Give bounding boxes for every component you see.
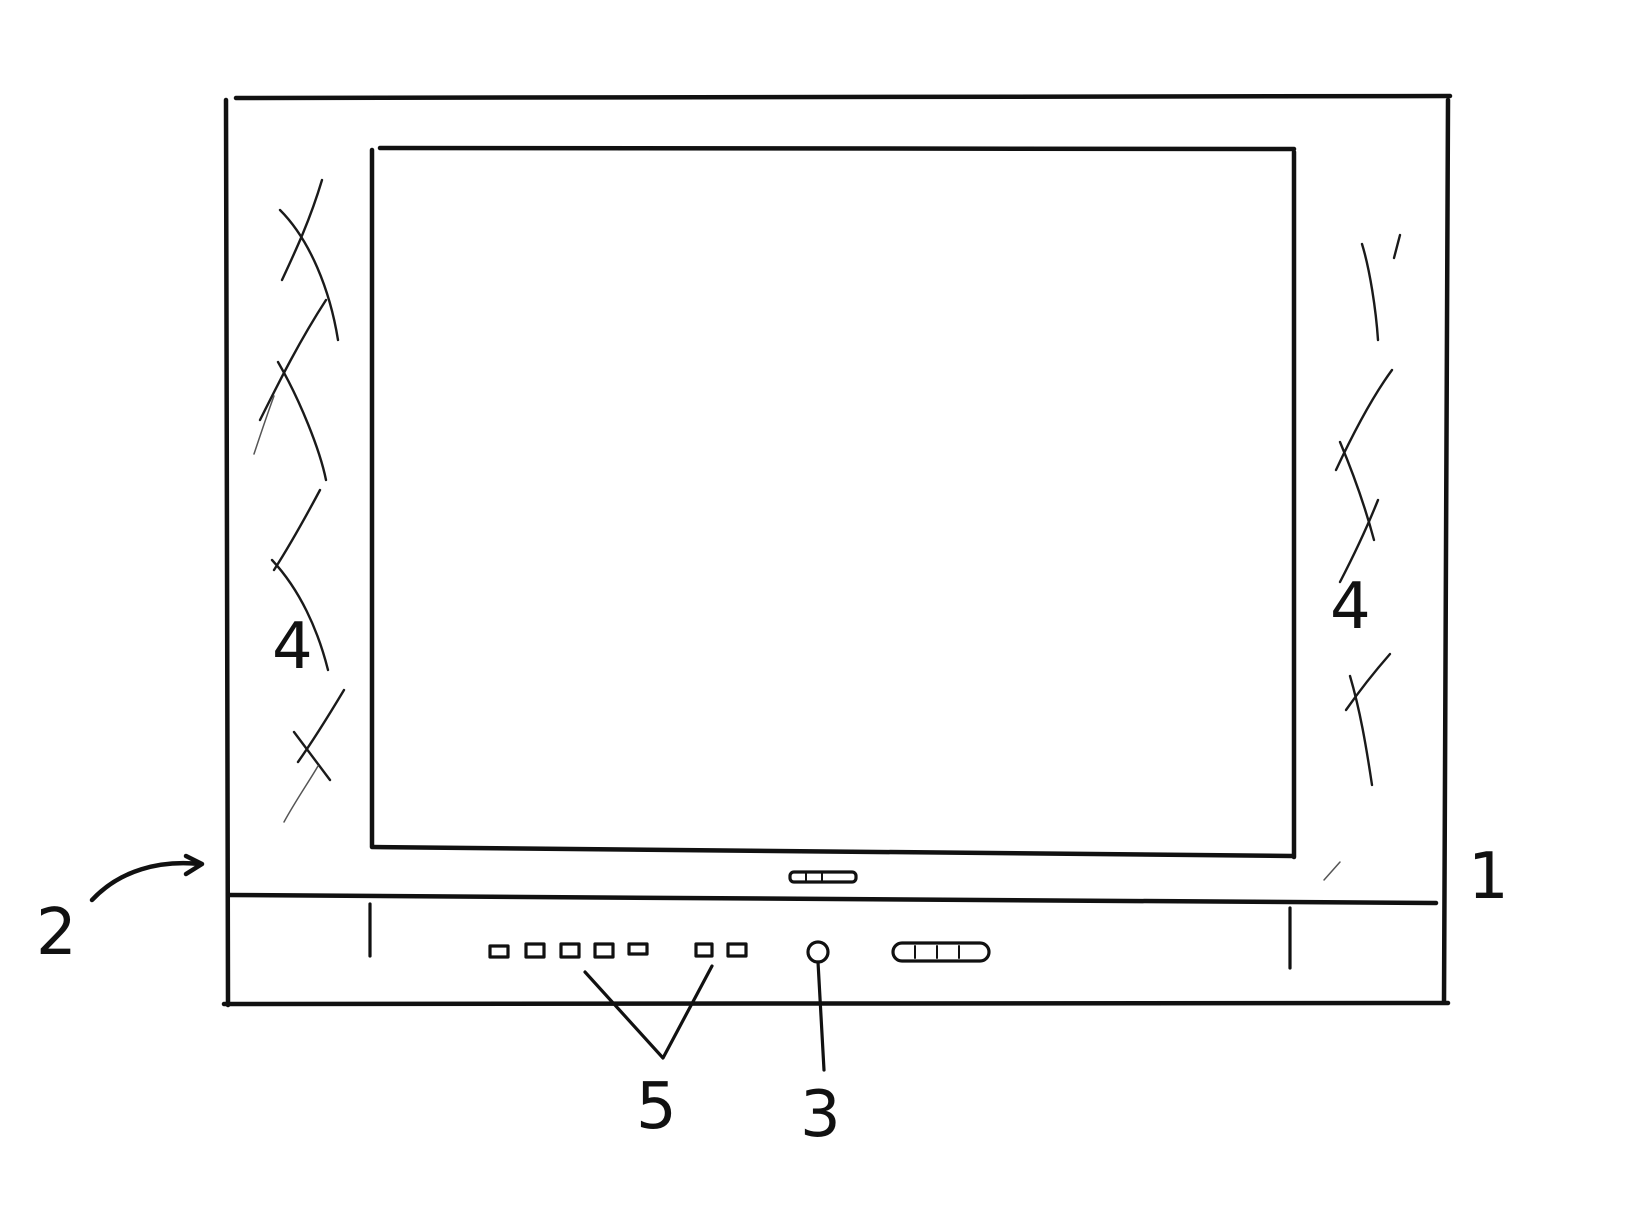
label-housing: 1	[1468, 840, 1509, 914]
label-frame: 2	[36, 896, 77, 970]
bottom-strip	[225, 892, 1439, 970]
screen-panel	[369, 145, 1297, 860]
outer-housing	[221, 93, 1453, 1008]
ir-slot	[788, 870, 858, 884]
leader-lines	[89, 853, 826, 1072]
oval-control	[891, 941, 991, 963]
label-buttons: 5	[636, 1070, 677, 1144]
button-7	[726, 942, 748, 958]
button-5	[627, 942, 649, 956]
label-speaker-right: 4	[1330, 570, 1371, 644]
button-3	[559, 942, 581, 959]
button-6	[694, 942, 714, 958]
power-knob	[806, 940, 830, 964]
speaker-left-hatching	[253, 178, 346, 823]
label-speaker-left: 4	[272, 610, 313, 684]
button-4	[593, 942, 615, 959]
speaker-right-hatching	[1323, 233, 1402, 881]
label-control: 3	[800, 1078, 841, 1152]
button-row	[488, 942, 748, 959]
button-2	[524, 942, 546, 959]
button-1	[488, 944, 510, 959]
